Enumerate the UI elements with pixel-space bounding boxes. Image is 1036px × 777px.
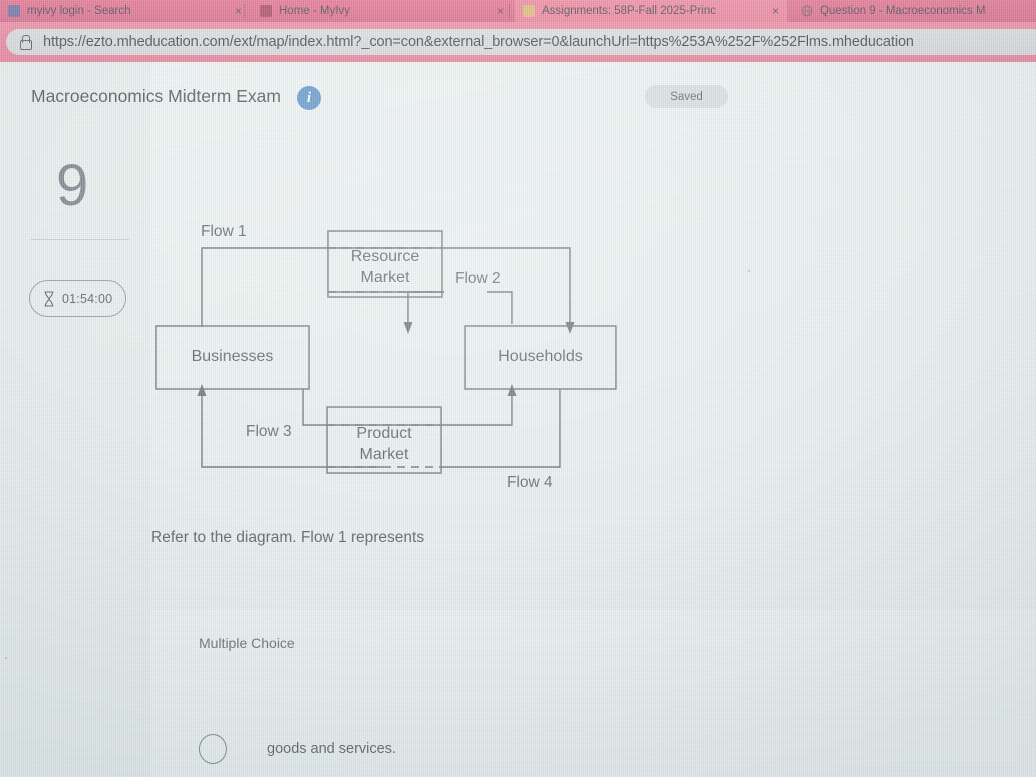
diagram-box-resource-market: Resource Market <box>328 246 442 289</box>
page-title: Macroeconomics Midterm Exam <box>31 86 281 106</box>
browser-tab-label: myivy login - Search <box>27 5 131 17</box>
browser-tab-0[interactable]: myivy login - Search × <box>0 0 250 22</box>
address-bar[interactable]: https://ezto.mheducation.com/ext/map/ind… <box>6 29 1036 55</box>
answer-type-label: Multiple Choice <box>199 635 295 651</box>
diagram-label-flow-3: Flow 3 <box>246 423 292 440</box>
browser-tab-label: Assignments: 58P-Fall 2025-Princ <box>542 5 716 17</box>
search-favicon-icon <box>8 5 20 17</box>
diagram-label-flow-1: Flow 1 <box>201 223 247 240</box>
question-content-card <box>150 62 1036 777</box>
exam-timer: 01:54:00 <box>29 280 126 317</box>
browser-tab-label: Home - MyIvy <box>279 5 350 17</box>
diagram-label-flow-4: Flow 4 <box>507 474 553 491</box>
tab-divider <box>509 4 510 18</box>
hourglass-icon <box>43 290 55 307</box>
question-stem: Refer to the diagram. Flow 1 represents <box>151 529 425 546</box>
globe-favicon-icon <box>801 5 813 17</box>
exam-page: Macroeconomics Midterm Exam i Saved 9 01… <box>0 62 1036 777</box>
browser-tab-3[interactable]: Question 9 - Macroeconomics M <box>793 0 1036 22</box>
radio-button-0[interactable] <box>199 734 227 764</box>
browser-tab-strip: myivy login - Search × Home - MyIvy × As… <box>0 0 1036 22</box>
diagram-box-households: Households <box>465 346 616 367</box>
info-icon[interactable]: i <box>297 86 321 110</box>
browser-tab-2[interactable]: Assignments: 58P-Fall 2025-Princ × <box>515 0 787 22</box>
diagram-box-product-market: Product Market <box>327 423 441 466</box>
box-label-line1: Product <box>356 425 412 442</box>
status-badge: Saved <box>645 85 728 108</box>
browser-tab-label: Question 9 - Macroeconomics M <box>820 5 986 17</box>
circular-flow-diagram: Resource Market Businesses Households Pr… <box>150 212 670 512</box>
box-label-line1: Households <box>498 348 583 365</box>
close-icon[interactable]: × <box>496 4 504 18</box>
rail-divider <box>31 239 129 240</box>
address-bar-url: https://ezto.mheducation.com/ext/map/ind… <box>43 34 914 50</box>
choice-row-0[interactable]: goods and services. <box>199 734 396 764</box>
question-number: 9 <box>56 153 89 218</box>
assignments-favicon-icon <box>523 5 535 17</box>
box-label-line1: Businesses <box>191 348 274 365</box>
diagram-box-businesses: Businesses <box>156 346 309 367</box>
dust-speck <box>748 270 750 272</box>
myivy-favicon-icon <box>260 5 272 17</box>
close-icon[interactable]: × <box>771 4 779 18</box>
browser-toolbar: https://ezto.mheducation.com/ext/map/ind… <box>0 22 1036 62</box>
lock-icon <box>18 34 32 50</box>
tab-divider <box>244 4 245 18</box>
box-label-line1: Resource <box>350 248 420 265</box>
box-label-line2: Market <box>359 446 409 464</box>
browser-tab-1[interactable]: Home - MyIvy × <box>252 0 512 22</box>
answer-panel <box>150 610 1036 777</box>
diagram-label-flow-2: Flow 2 <box>455 270 501 287</box>
exam-header: Macroeconomics Midterm Exam i Saved <box>0 62 1036 114</box>
close-icon[interactable]: × <box>234 4 242 18</box>
dust-speck <box>5 657 7 659</box>
timer-value: 01:54:00 <box>62 291 113 306</box>
box-label-line2: Market <box>360 269 410 287</box>
choice-label-0: goods and services. <box>267 741 396 757</box>
